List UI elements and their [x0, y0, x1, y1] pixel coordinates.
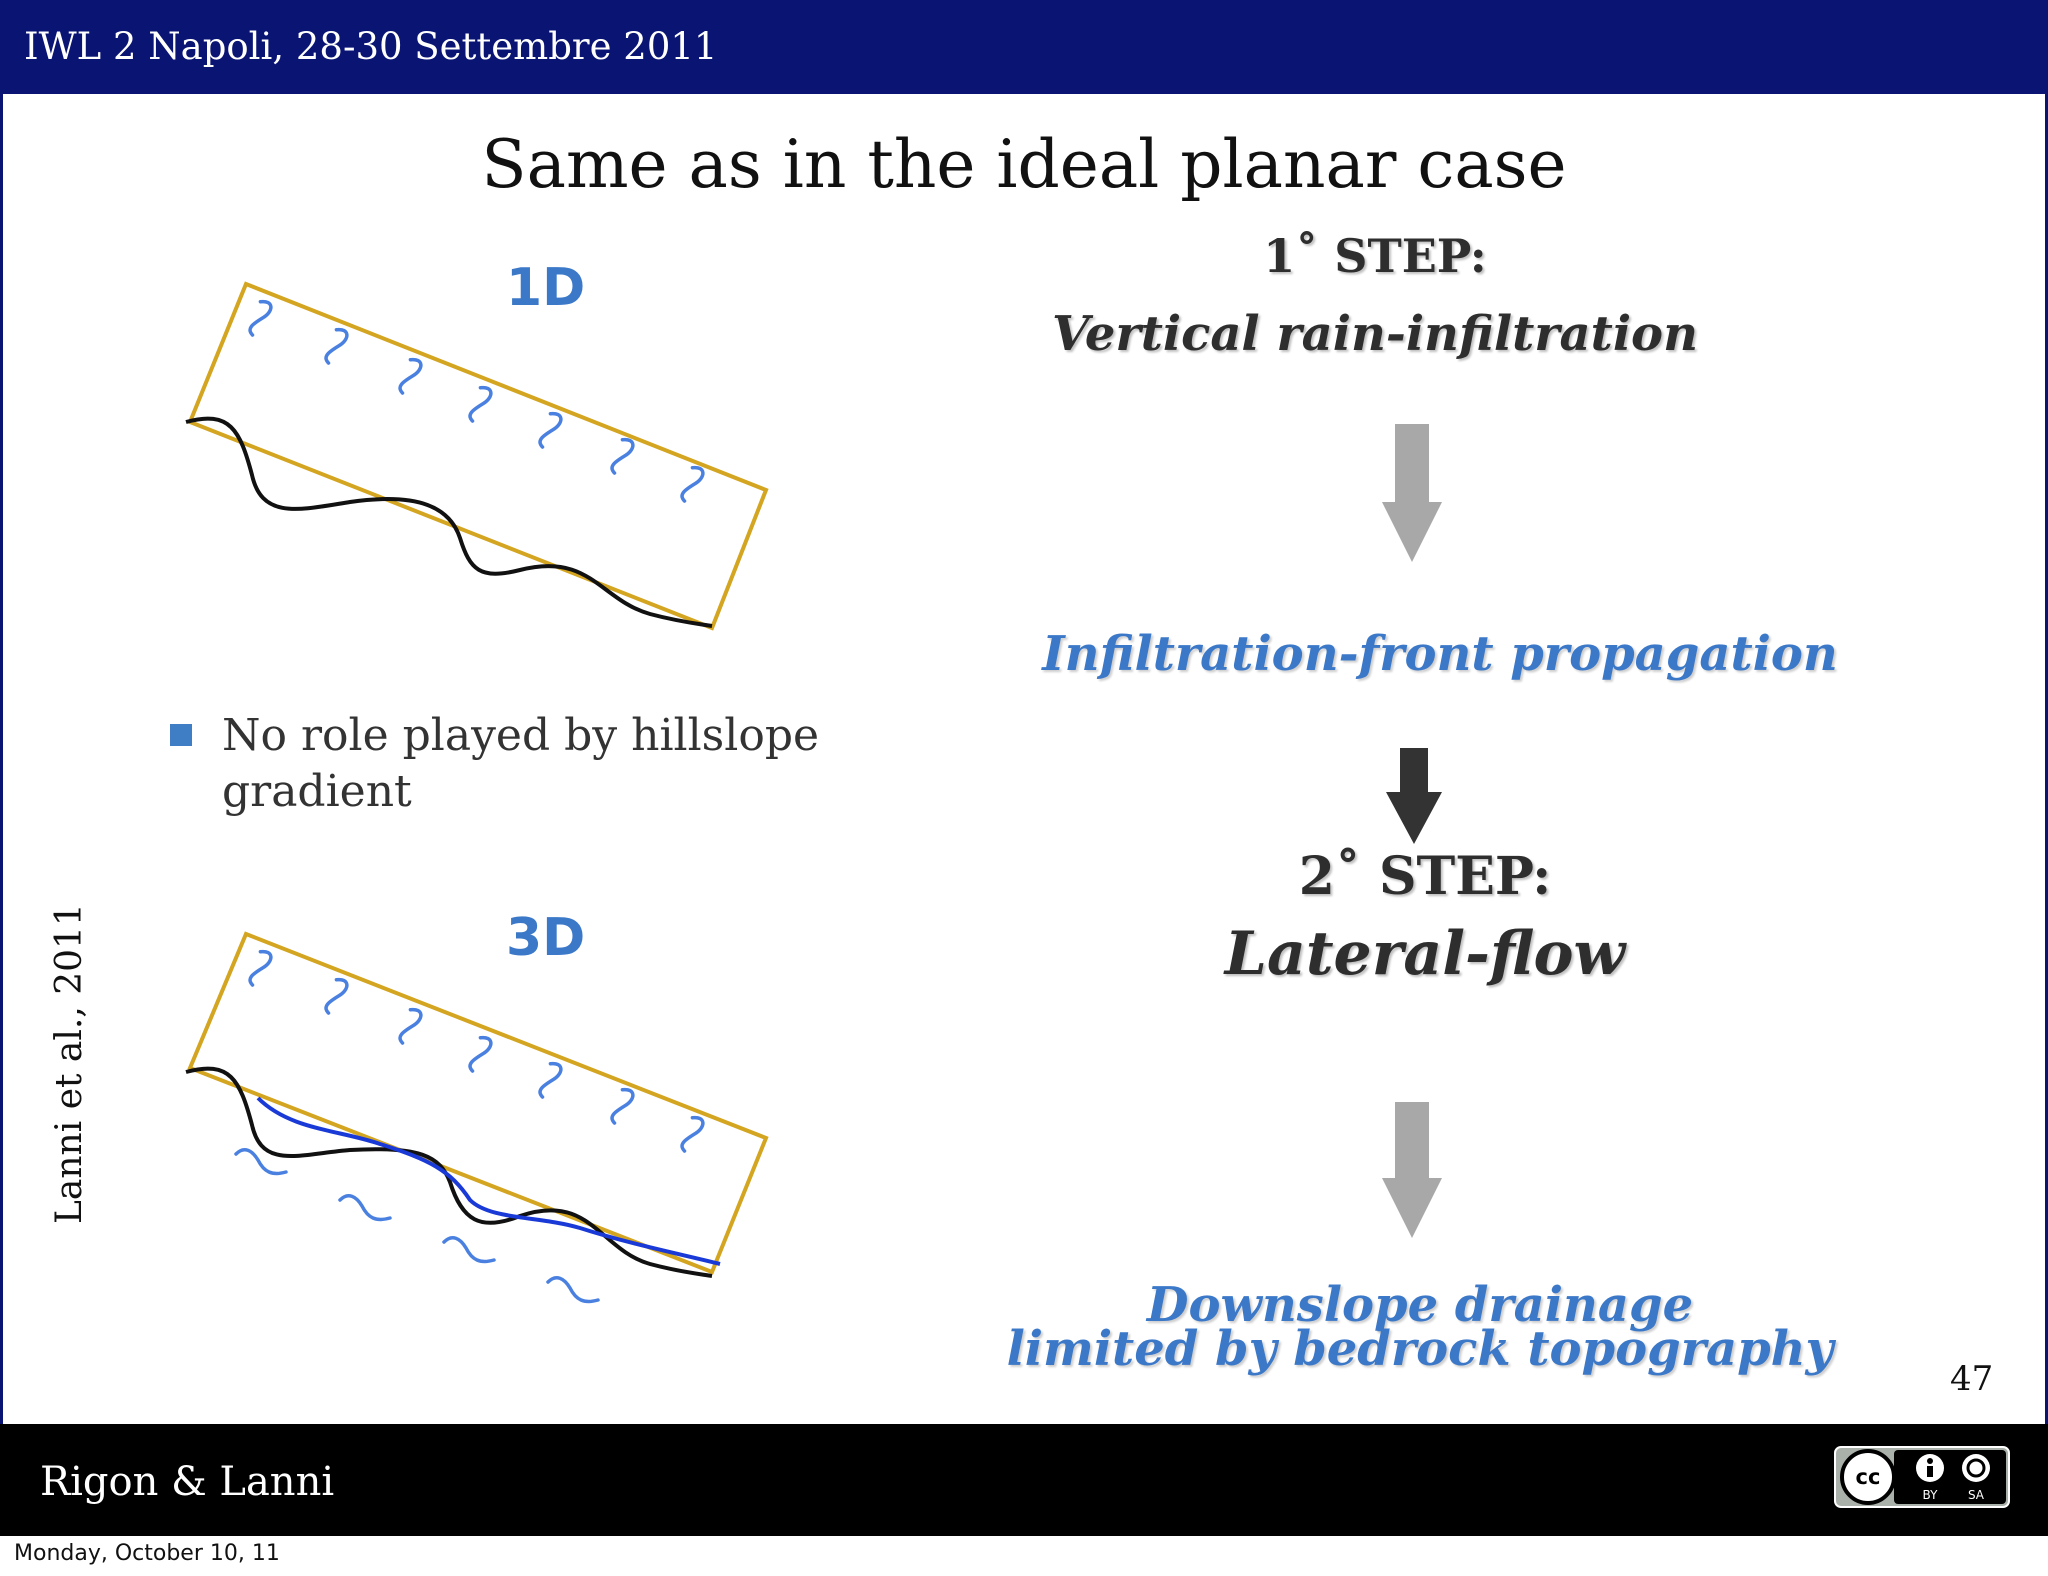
- arrow-down-dark-icon: [1386, 748, 1442, 844]
- hillslope-3d-diagram: [185, 931, 769, 1304]
- infiltration-front-text: Infiltration-front propagation: [1042, 626, 1838, 682]
- soil-layer-outline: [187, 281, 769, 631]
- arrow-down-gray-icon: [1382, 1102, 1442, 1238]
- rain-infiltration-marks: [248, 299, 705, 503]
- vertical-infiltration-text: Vertical rain-infiltration: [1052, 306, 1698, 362]
- water-table-line: [256, 1096, 721, 1266]
- event-title: IWL 2 Napoli, 28-30 Settembre 2011: [24, 25, 718, 68]
- cc-mark: cc: [1856, 1465, 1881, 1489]
- figure-3d-label: 3D: [506, 908, 586, 968]
- step-1-label: 1˚ STEP:: [1263, 229, 1487, 283]
- bedrock-profile: [185, 1066, 713, 1278]
- lateral-flow-marks: [234, 1148, 600, 1304]
- downslope-drainage-line2: limited by bedrock topography: [1006, 1321, 1834, 1377]
- slide-title: Same as in the ideal planar case: [481, 126, 1567, 203]
- figure-1d-label: 1D: [506, 258, 586, 318]
- header-bar: IWL 2 Napoli, 28-30 Settembre 2011: [0, 0, 2048, 94]
- bullet-marker: [170, 724, 192, 746]
- footer-bar: Rigon & Lanni cc BY SA: [0, 1424, 2048, 1536]
- downslope-drainage-line1: Downslope drainage: [1146, 1277, 1694, 1333]
- bedrock-profile: [185, 416, 713, 628]
- citation: Lanni et al., 2011: [49, 903, 90, 1224]
- by-mark: BY: [1923, 1488, 1939, 1502]
- cc-by-sa-icon: cc BY SA: [1834, 1446, 2010, 1508]
- sa-mark: SA: [1968, 1488, 1985, 1502]
- lateral-flow-text: Lateral-flow: [1224, 919, 1626, 989]
- frame-left-border: [0, 94, 3, 1424]
- bullet-text: No role played by hillslope gradient: [222, 710, 820, 817]
- date-stamp: Monday, October 10, 11: [14, 1541, 280, 1566]
- arrow-down-gray-icon: [1382, 424, 1442, 562]
- frame-right-border: [2045, 94, 2048, 1424]
- step-2-label: 2˚ STEP:: [1298, 846, 1552, 907]
- rain-infiltration-marks: [248, 949, 705, 1153]
- hillslope-1d-diagram: [185, 281, 769, 631]
- soil-layer-outline: [187, 931, 769, 1275]
- footer-authors: Rigon & Lanni: [40, 1459, 335, 1505]
- page-number: 47: [1950, 1359, 1994, 1399]
